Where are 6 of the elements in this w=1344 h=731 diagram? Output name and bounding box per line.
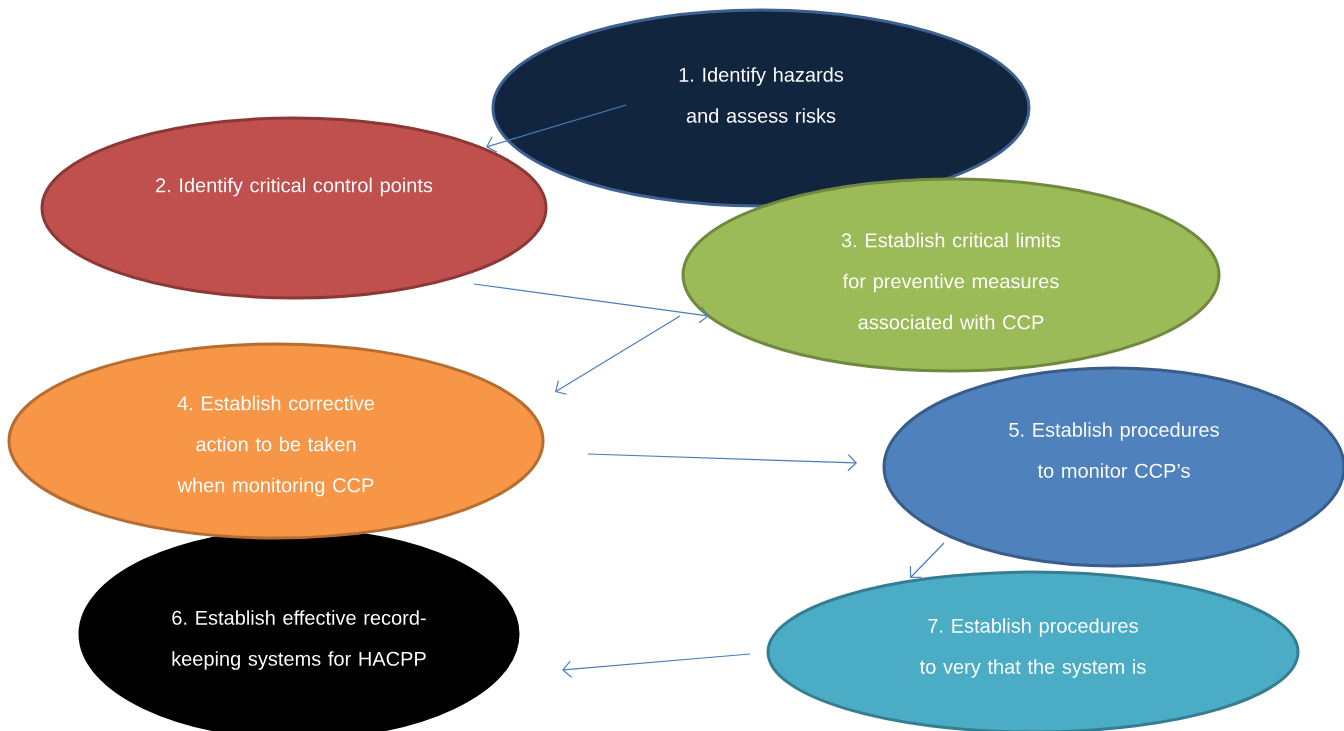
arrow — [486, 104, 627, 153]
arrow — [909, 542, 945, 578]
arrow — [555, 315, 681, 395]
arrow — [562, 653, 751, 678]
arrow — [587, 453, 857, 472]
arrow — [473, 283, 709, 324]
